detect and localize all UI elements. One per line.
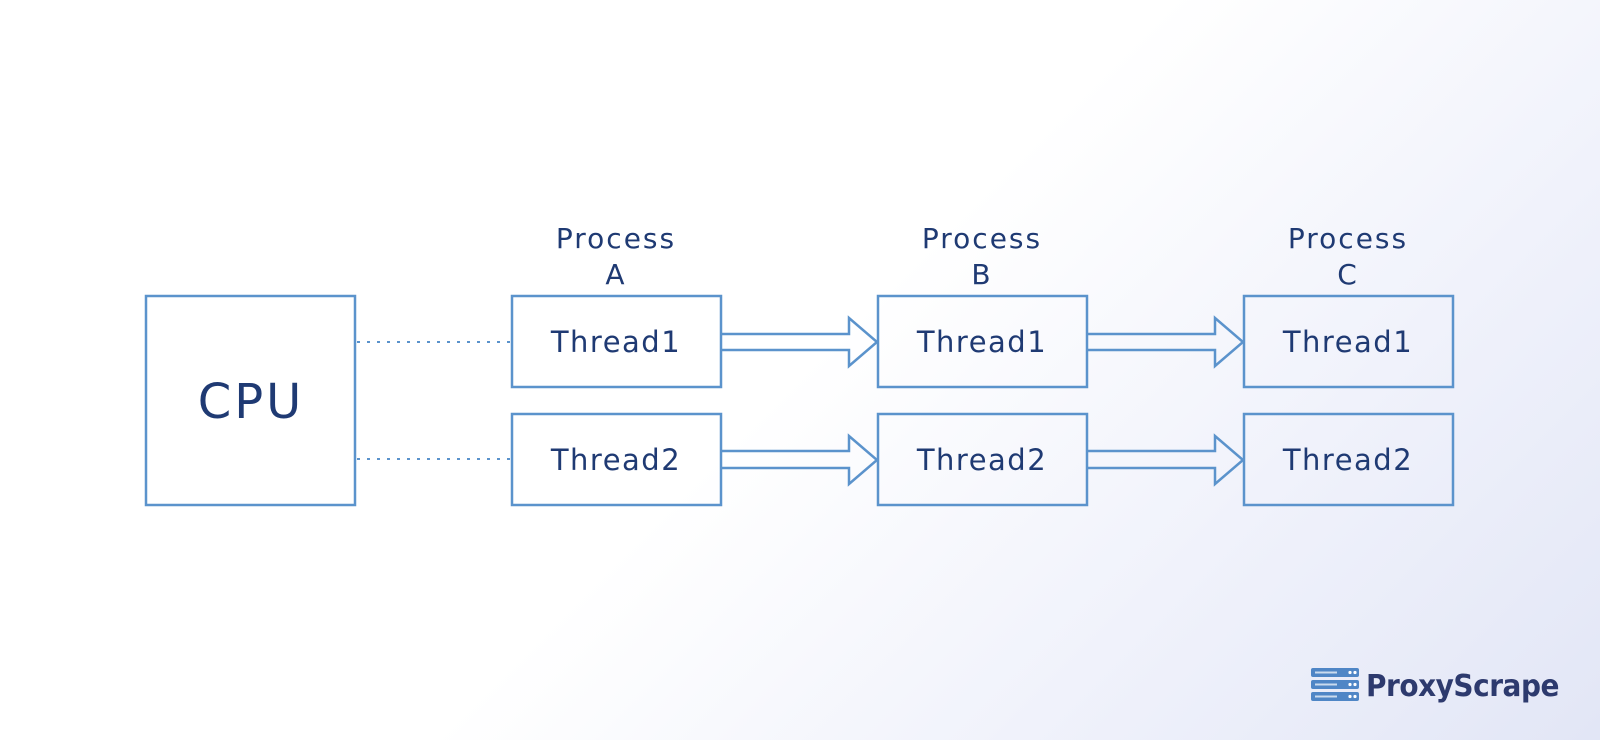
process-c-title: Process bbox=[1288, 222, 1408, 255]
process-a-thread2-box bbox=[510, 412, 723, 507]
cpu-label: CPU bbox=[198, 374, 305, 430]
process-c-thread2-label: Thread2 bbox=[1282, 443, 1413, 477]
process-c-letter: C bbox=[1337, 258, 1359, 291]
process-a-thread1-box bbox=[510, 294, 723, 389]
cpu-node: CPU bbox=[144, 294, 357, 507]
process-b-title: Process bbox=[922, 222, 1042, 255]
brand-name: ProxyScrape bbox=[1366, 669, 1559, 704]
process-a-thread2-label: Thread2 bbox=[550, 443, 681, 477]
process-b-thread1-label: Thread1 bbox=[916, 325, 1047, 359]
process-b: Process B Thread1 Thread2 bbox=[876, 222, 1089, 507]
process-b-thread2-box bbox=[876, 412, 1089, 507]
arrow-b-c-thread1 bbox=[1087, 315, 1245, 369]
process-c-thread2-box bbox=[1242, 412, 1455, 507]
process-c-thread1-label: Thread1 bbox=[1282, 325, 1413, 359]
brand-logo: ProxyScrape bbox=[1311, 668, 1560, 704]
process-a: Process A Thread1 Thread2 bbox=[510, 222, 723, 507]
process-c: Process C Thread1 Thread2 bbox=[1242, 222, 1455, 507]
process-a-thread1-label: Thread1 bbox=[550, 325, 681, 359]
cpu-box bbox=[144, 294, 357, 507]
arrow-b-c-thread2 bbox=[1087, 433, 1245, 487]
process-a-letter: A bbox=[605, 258, 626, 291]
process-b-thread2-label: Thread2 bbox=[916, 443, 1047, 477]
arrow-a-b-thread2 bbox=[721, 433, 879, 487]
process-a-title: Process bbox=[556, 222, 676, 255]
process-c-thread1-box bbox=[1242, 294, 1455, 389]
server-stack-icon bbox=[1311, 668, 1359, 701]
process-b-letter: B bbox=[971, 258, 992, 291]
process-b-thread1-box bbox=[876, 294, 1089, 389]
arrow-a-b-thread1 bbox=[721, 315, 879, 369]
